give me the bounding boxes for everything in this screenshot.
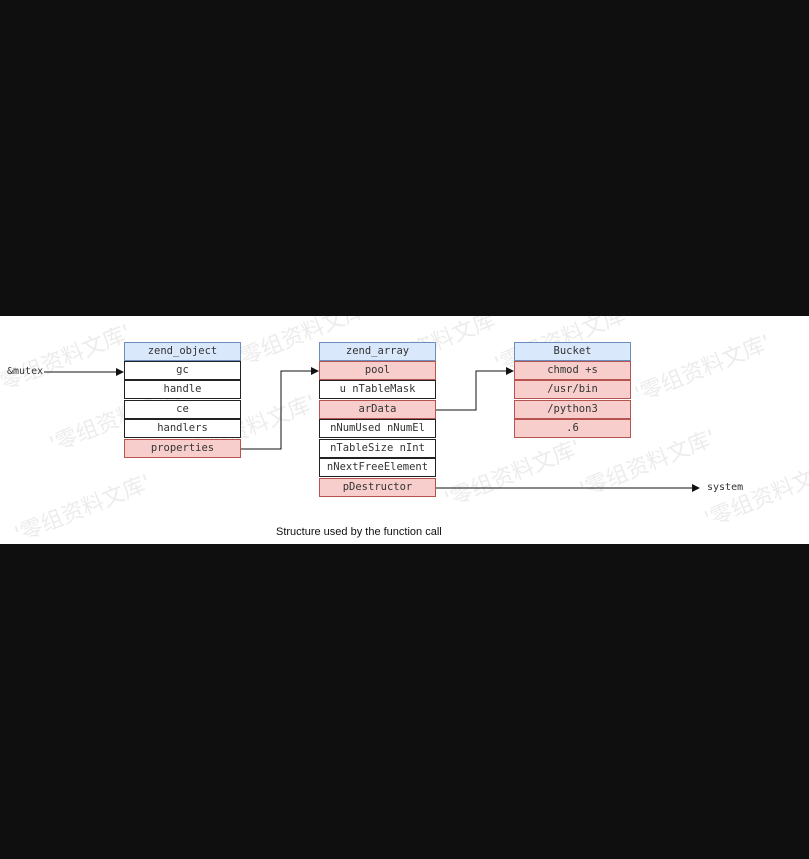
- arrow-properties-to-array: [241, 367, 319, 450]
- zend-object-field-gc: gc: [124, 361, 241, 380]
- zend-object-field-ce: ce: [124, 400, 241, 419]
- system-label: system: [707, 482, 744, 493]
- bucket-field-1: /usr/bin: [514, 380, 631, 399]
- zend-array-field-nnumused: nNumUsed nNumEl: [319, 419, 436, 438]
- zend-object-header: zend_object: [124, 342, 241, 361]
- zend-array-field-ntablemask: u nTableMask: [319, 380, 436, 399]
- zend-array-field-pool: pool: [319, 361, 436, 380]
- zend-array-header: zend_array: [319, 342, 436, 361]
- zend-object-field-handle: handle: [124, 380, 241, 399]
- diagram-panel: '零组资料文库' '零组资料文库' '零组资料文库' '零组资料文库' '零组资…: [0, 316, 809, 544]
- diagram-caption: Structure used by the function call: [276, 526, 442, 538]
- bucket-field-2: /python3: [514, 400, 631, 419]
- arrow-ardata-to-bucket: [436, 367, 514, 411]
- zend-array-field-pdestructor: pDestructor: [319, 478, 436, 497]
- bucket-field-0: chmod +s: [514, 361, 631, 380]
- bucket-header: Bucket: [514, 342, 631, 361]
- mutex-label: &mutex: [7, 366, 44, 377]
- zend-array-field-ardata: arData: [319, 400, 436, 419]
- connector-arrows: [44, 367, 700, 492]
- zend-array-field-ntablesize: nTableSize nInt: [319, 439, 436, 458]
- zend-array-field-nnextfreeelement: nNextFreeElement: [319, 458, 436, 477]
- bucket-field-3: .6: [514, 419, 631, 438]
- zend-object-field-properties: properties: [124, 439, 241, 458]
- zend-object-field-handlers: handlers: [124, 419, 241, 438]
